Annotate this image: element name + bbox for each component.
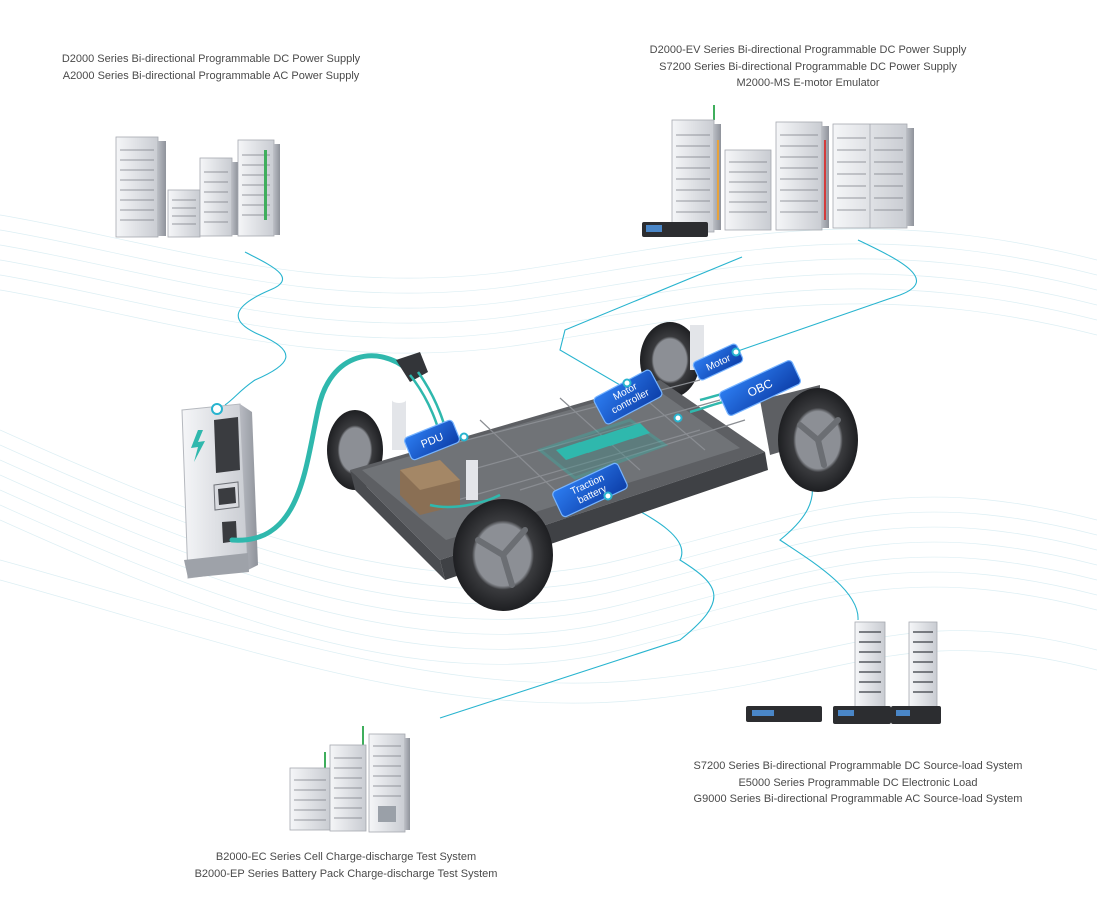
cabinet	[167, 189, 201, 238]
caption-line: B2000-EC Series Cell Charge-discharge Te…	[215, 851, 477, 863]
caption-source-load-systems: S7200 Series Bi-directional Programmable…	[694, 758, 1023, 808]
equipment-group-top-right	[642, 105, 914, 237]
caption-line: D2000-EV Series Bi-directional Programma…	[649, 44, 967, 56]
cabinet	[775, 121, 823, 231]
cabinet	[115, 136, 159, 238]
caption-line: S7200 Series Bi-directional Programmable…	[693, 760, 1023, 772]
connector-top-left	[224, 251, 287, 406]
cabinet	[724, 149, 772, 231]
connector-top-right-motor	[734, 239, 917, 353]
connector-dot	[603, 491, 613, 501]
tag-obc	[718, 360, 802, 416]
caption-power-supplies: D2000 Series Bi-directional Programmable…	[62, 51, 360, 84]
caption-line: M2000-MS E-motor Emulator	[736, 77, 880, 89]
connector-dots	[459, 347, 741, 501]
connector-dot	[459, 432, 469, 442]
tag-motor-controller	[593, 369, 663, 425]
cabinet	[199, 157, 233, 237]
cabinet	[289, 767, 331, 831]
connector-top-right-motor-controller	[559, 256, 743, 386]
connector-dot	[673, 413, 683, 423]
tag-traction-battery	[552, 462, 628, 518]
caption-motor-emulators: D2000-EV Series Bi-directional Programma…	[650, 42, 967, 92]
rack	[854, 621, 886, 711]
charging-station	[181, 403, 258, 579]
equipment-group-top-left	[115, 136, 280, 238]
connector-dot	[731, 347, 741, 357]
rack	[908, 621, 938, 711]
connector-dot	[211, 403, 223, 415]
caption-line: D2000 Series Bi-directional Programmable…	[61, 53, 361, 65]
caption-line: B2000-EP Series Battery Pack Charge-disc…	[194, 867, 498, 880]
cabinet	[671, 119, 715, 233]
equipment-group-bottom-right	[746, 621, 941, 724]
caption-line: E5000 Series Programmable DC Electronic …	[738, 776, 978, 789]
cabinet	[237, 139, 275, 237]
caption-line: G9000 Series Bi-directional Programmable…	[693, 793, 1023, 805]
caption-line: S7200 Series Bi-directional Programmable…	[659, 60, 957, 73]
lightning-bolt-icon	[191, 430, 205, 462]
connector-dot	[622, 378, 632, 388]
caption-battery-test-systems: B2000-EC Series Cell Charge-discharge Te…	[195, 849, 498, 882]
caption-line: A2000 Series Bi-directional Programmable…	[62, 69, 360, 82]
equipment-group-bottom-left	[289, 726, 410, 833]
connector-bottom-left	[439, 495, 715, 719]
charging-cable	[229, 353, 411, 543]
tag-pdu	[404, 419, 460, 461]
